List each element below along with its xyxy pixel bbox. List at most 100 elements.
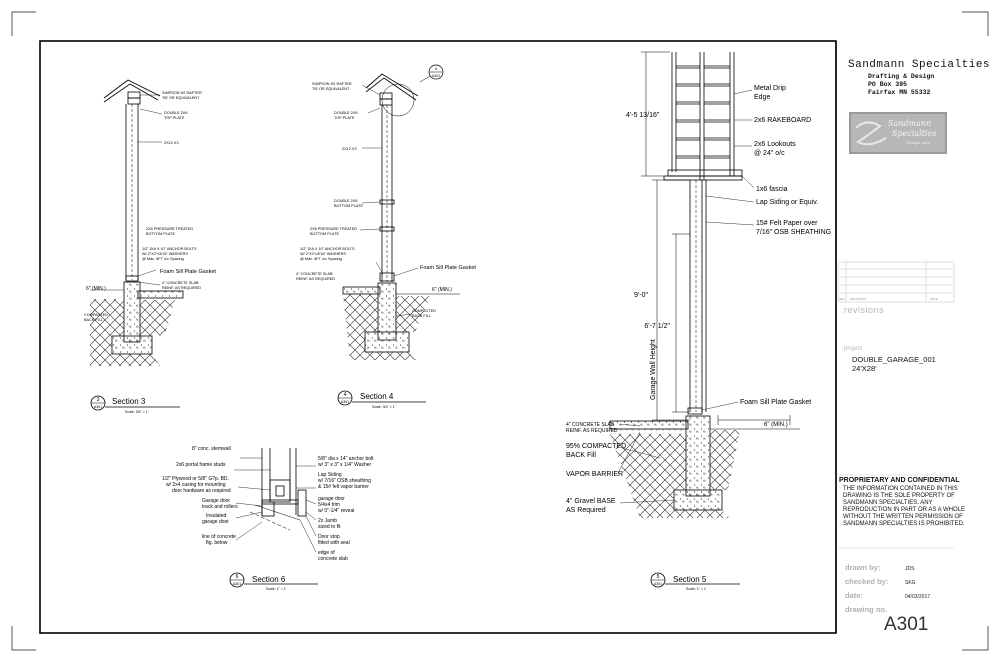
s3-pt-plate-label-2: BOTTOM PLATE (146, 232, 175, 236)
s3-gasket-label: Foam Sill Plate Gasket (160, 269, 216, 275)
s3-bolts-label: 1/2" DIA X 10" ANCHOR BOLTS (142, 247, 197, 251)
firm-line-1: Drafting & Design (868, 73, 935, 80)
project-label: project (844, 346, 863, 352)
s6-door-label-3: w/ 0"-1/4" reveal (318, 508, 354, 514)
section-6-bubble-sheet: A301 (233, 582, 241, 586)
s6-door-label-2: 5/4x4 trim (318, 502, 340, 508)
s4-pt-plate-label: 2X6 PRESSURE TREATED (310, 227, 357, 231)
section-3-bubble-number: 3 (97, 397, 100, 403)
s3-rafter-tie-label-2: TIE OR EQUIVALENT (162, 96, 200, 100)
s4-rafter-tie-label: SIMPSON H2 RAFTER (312, 82, 352, 86)
s5-wall-height: Garage Wall Height (650, 339, 657, 400)
s5-dim-inner: 6'-7 1/2" (644, 323, 670, 330)
s5-siding-label: Lap Siding or Equiv. (756, 199, 818, 206)
confidential-line-1: THE INFORMATION CONTAINED IN THIS (843, 486, 958, 492)
s6-anchor-label-2: w/ 3" x 3" x 1/4" Washer (318, 462, 372, 468)
section-6-scale: Scale: 1" = 1' (266, 587, 287, 591)
confidential-line-2: DRAWING IS THE SOLE PROPERTY OF (843, 493, 955, 499)
rev-col-rev: REV (839, 297, 845, 301)
section-4-bubble-number: 4 (344, 392, 347, 398)
callout-number: 4 (435, 66, 438, 71)
s4-bolts-label-2: W/ 2"X2"x3/16" WASHERS (300, 252, 346, 256)
s5-fascia-label: 1x6 fascia (756, 186, 788, 193)
section-3-scale: Scale: 3/4" = 1' (125, 410, 149, 414)
drawn-by-value: JDS (905, 566, 915, 572)
s5-min-label: 6" (MIN.) (764, 422, 788, 428)
s6-edge-label: edge of (318, 550, 335, 556)
section-3-bubble (90, 395, 180, 411)
s5-fill-label: 95% COMPACTED (566, 443, 626, 450)
s5-drip-label-2: Edge (754, 94, 770, 101)
s6-stemwall-label: 8" conc. stemwall (192, 446, 231, 452)
checked-by-label: checked by: (845, 577, 889, 586)
firm-line-3: Fairfax MN 55332 (868, 89, 931, 96)
s4-bolts-label-3: @ Max. 6FT o/c Spacing (300, 257, 342, 261)
rev-col-revisions: REVISIONS (850, 297, 866, 301)
firm-logo: Sandmann Specialties Design Arts (849, 112, 947, 154)
s4-slab-label: 4" CONCRETE SLAB (296, 272, 333, 276)
s5-fill-label-2: BACK Fill (566, 452, 596, 459)
s4-top-plate-label-2: TOP PLATE (334, 116, 355, 120)
s3-min-label: 6" (MIN.) (86, 286, 106, 292)
s4-min-label: 6" (MIN.) (432, 287, 452, 293)
section-5-bubble (650, 572, 740, 588)
s6-lap-label-3: & 15# felt vapor barrier (318, 484, 369, 490)
s4-rafter-tie-label-2: TIE OR EQUIVALENT (312, 87, 350, 91)
section-4-scale: Scale: 3/4" = 1' (372, 405, 396, 409)
s3-slab-label-2: REINF. AS REQUIRED (162, 286, 201, 290)
corner-marks (11, 11, 989, 651)
confidential-line-6: SANDMANN SPECIALTIES IS PROHIBITED. (843, 521, 965, 527)
section-3-title: Section 3 (112, 397, 146, 406)
section-6-bubble-number: 6 (236, 574, 239, 580)
s5-slab-label: 4" CONCRETE SLAB (566, 422, 615, 428)
s4-top-plate-label: DOUBLE 2X6 (334, 111, 357, 115)
s6-insulated-label: Insulated (206, 513, 227, 519)
s5-lookouts-label: 2x6 Lookouts (754, 141, 796, 148)
callout-sheet: A302 (432, 74, 440, 78)
project-name: DOUBLE_GARAGE_001 (852, 355, 936, 364)
section-6-drawing (234, 448, 317, 553)
sheet-number: A301 (884, 614, 929, 635)
s3-top-plate-label: DOUBLE 2X6 (164, 111, 187, 115)
confidential-title: PROPRIETARY AND CONFIDENTIAL (839, 477, 960, 484)
confidential-line-5: WITHOUT THE WRITTEN PERMISSION OF (843, 514, 963, 520)
firm-name: Sandmann Specialties (848, 59, 991, 71)
s5-gravel-label-2: AS Required (566, 507, 606, 514)
drawing-no-label: drawing no. (845, 605, 888, 614)
project-size: 24'X28' (852, 364, 877, 373)
s5-rakeboard-label: 2x6 RAKEBOARD (754, 117, 811, 124)
s6-portal-label: 2x6 portal frame studs (176, 462, 226, 468)
s6-door-label: garage door (318, 496, 345, 502)
section-3-bubble-sheet: A301 (94, 405, 102, 409)
s5-drip-label: Metal Drip (754, 85, 786, 92)
s4-backfill-label-2: BACK FILL (412, 314, 431, 318)
s6-plywood-label-3: door hardware as required (172, 488, 231, 494)
s5-slab-label-2: REINF. AS REQUIRED (566, 428, 618, 434)
s6-jamb-label: 2x Jamb (318, 518, 337, 524)
s6-plywood-label: 1/2" Plywood or 5/8" G?p. BD. (162, 476, 229, 482)
s5-lookouts-label-2: @ 24" o/c (754, 150, 785, 157)
s6-concrete-label: line of concrete (202, 534, 236, 540)
section-4-callout-bubble (419, 64, 444, 83)
section-4-title: Section 4 (360, 392, 394, 401)
s6-anchor-label: 5/8" dia x 14" anchor bolt (318, 456, 374, 462)
drawn-by-label: drawn by: (845, 563, 881, 572)
section-5-scale: Scale: 1" = 1' (686, 587, 707, 591)
logo-text-3: Design Arts (906, 140, 930, 145)
s4-bolts-label: 1/2" DIA X 10" ANCHOR BOLTS (300, 247, 355, 251)
s6-insulated-label-2: garage door (202, 519, 229, 525)
section-5-title: Section 5 (673, 575, 707, 584)
revisions-label: revisions (844, 305, 885, 315)
logo-text-2: Specialties (892, 129, 936, 138)
s5-felt-label: 15# Felt Paper over (756, 220, 818, 227)
s5-gasket-label: Foam Sill Plate Gasket (740, 399, 811, 406)
s3-backfill-label-2: BACK FILL (84, 318, 103, 322)
s6-track-label: Garage door (202, 498, 230, 504)
s6-jamb-label-2: sized to fit (318, 524, 341, 530)
rev-col-date: DATE (930, 297, 938, 301)
sheet-border (39, 40, 837, 634)
s6-lap-label-2: w/ 7/16" OSB sheathing (318, 478, 371, 484)
section-5-bubble-sheet: A301 (654, 582, 662, 586)
section-6-title: Section 6 (252, 575, 286, 584)
confidential-line-4: REPRODUCTION IN PART OR AS A WHOLE (843, 507, 966, 513)
